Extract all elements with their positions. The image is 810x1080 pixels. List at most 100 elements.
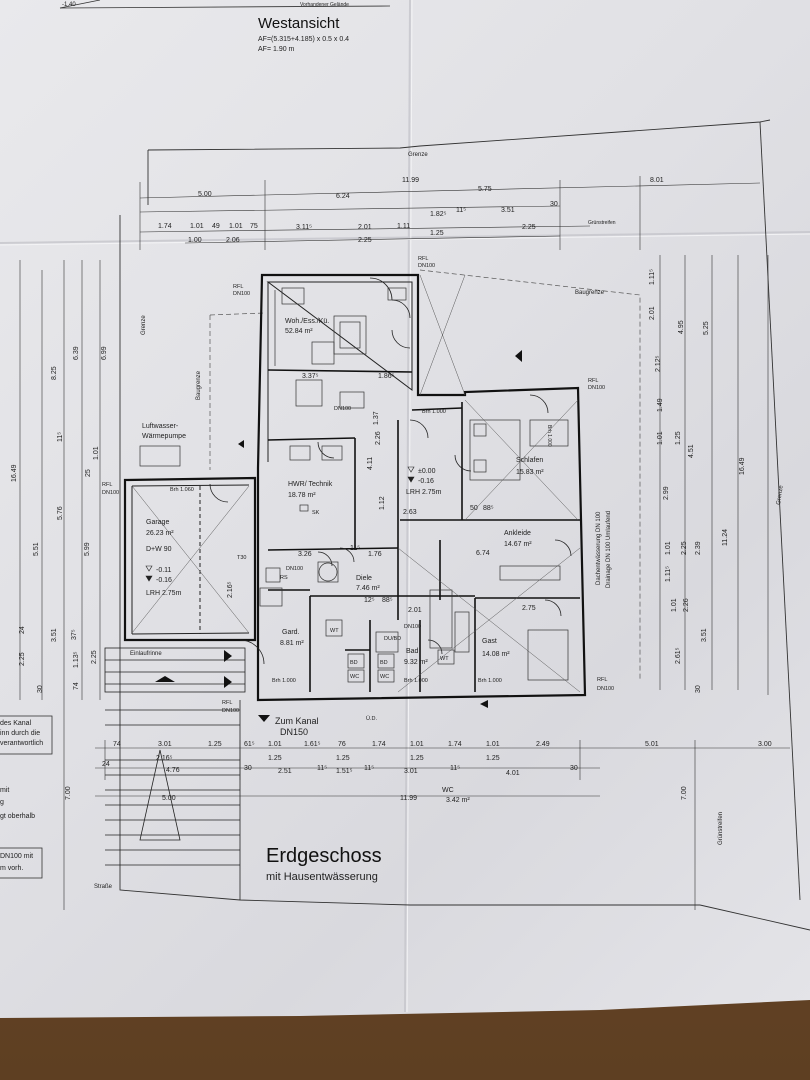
- svg-text:2.25: 2.25: [19, 652, 26, 666]
- brh-gard: Brh 1.000: [272, 678, 296, 684]
- brh-schlafen: Brh 1.000: [546, 425, 552, 447]
- bottom-dimensions: 74 3.01 1.25 61⁵ 1.01 1.61⁵ 76 1.74 1.01…: [102, 741, 772, 802]
- svg-text:4.76: 4.76: [166, 767, 180, 774]
- svg-text:49: 49: [212, 223, 220, 230]
- svg-text:1.76: 1.76: [368, 551, 382, 558]
- svg-text:2.49: 2.49: [536, 741, 550, 748]
- svg-text:4.01: 4.01: [506, 770, 520, 777]
- svg-text:4.51: 4.51: [688, 444, 695, 458]
- top-dimensions: 5.00 6.24 11.99 5.75 8.01 1.74 1.01 49 1…: [158, 177, 664, 244]
- svg-text:3.51: 3.51: [501, 207, 515, 214]
- room-diele-name: Diele: [356, 575, 372, 582]
- grenze-top: Grenze: [408, 152, 428, 158]
- svg-text:3.51: 3.51: [51, 628, 58, 642]
- flur-lrh: LRH 2.75m: [406, 489, 442, 496]
- west-view-title: Westansicht: [258, 15, 340, 32]
- room-ankleide-area: 14.67 m²: [504, 541, 532, 548]
- boundary-top: [147, 119, 771, 151]
- svg-text:2.75: 2.75: [522, 605, 536, 612]
- svg-text:2.16⁵: 2.16⁵: [227, 581, 234, 598]
- af-value: AF= 1.90 m: [258, 46, 295, 53]
- pump-label-2: Wärmepumpe: [142, 433, 186, 440]
- svg-text:30: 30: [695, 685, 702, 693]
- svg-text:11.99: 11.99: [402, 177, 419, 184]
- bd-1: BD: [350, 660, 358, 666]
- svg-text:2.63: 2.63: [403, 509, 417, 516]
- right-dimensions: 1.11⁵ 2.01 2.12⁵ 4.95 5.25 1.49 1.01 1.2…: [649, 269, 746, 800]
- wc-2: WC: [380, 674, 389, 680]
- svg-text:1.86⁵: 1.86⁵: [378, 373, 395, 380]
- svg-text:11⁵: 11⁵: [317, 765, 327, 772]
- svg-text:3.01: 3.01: [404, 768, 418, 775]
- svg-text:76: 76: [338, 741, 346, 748]
- side-note-6: gt oberhalb: [0, 813, 36, 820]
- side-note-4: mit: [0, 787, 10, 794]
- svg-text:1.37: 1.37: [373, 411, 380, 425]
- svg-text:1.25: 1.25: [336, 755, 350, 762]
- entry-arrow: [155, 676, 175, 682]
- side-note-5: g: [0, 799, 4, 806]
- drainage-label-1: Dachentwässerung DN 100: [596, 511, 602, 585]
- svg-text:2.39: 2.39: [695, 541, 702, 555]
- brh-flur: Brh 1.000: [422, 409, 446, 415]
- dn100-3: DN100: [588, 385, 605, 391]
- room-wohnen-name: Woh./Ess./Kü.: [285, 318, 329, 325]
- room-schlafen-name: Schlafen: [516, 457, 543, 464]
- svg-text:61⁵: 61⁵: [244, 741, 255, 748]
- svg-text:74: 74: [73, 682, 80, 690]
- side-note-1: des Kanal: [0, 720, 32, 727]
- svg-text:1.01: 1.01: [671, 598, 678, 612]
- brh-gast: Brh 1.000: [478, 678, 502, 684]
- svg-text:12⁵: 12⁵: [364, 597, 375, 604]
- svg-text:1.01: 1.01: [268, 741, 282, 748]
- svg-text:2.25: 2.25: [91, 650, 98, 664]
- svg-text:1.01: 1.01: [657, 431, 664, 445]
- dn100-4: DN100: [102, 490, 119, 496]
- boundary-bottom-right: [699, 904, 810, 931]
- wt-1: WT: [330, 628, 339, 634]
- sk-label: SK: [312, 510, 320, 516]
- svg-text:88⁵: 88⁵: [382, 597, 393, 604]
- pump-label-1: Luftwasser-: [142, 423, 179, 430]
- svg-text:2.61⁵: 2.61⁵: [675, 647, 682, 664]
- side-note-7: DN100 mit: [0, 853, 34, 860]
- boundary-right: [759, 121, 801, 901]
- svg-text:3.37⁵: 3.37⁵: [302, 373, 319, 380]
- svg-text:5.76: 5.76: [57, 506, 64, 520]
- room-hwr-name: HWR/ Technik: [288, 481, 333, 488]
- room-gast-name: Gast: [482, 638, 497, 645]
- garage-lrh: LRH 2.75m: [146, 590, 182, 597]
- svg-text:6.39: 6.39: [73, 346, 80, 360]
- svg-text:1.13⁵: 1.13⁵: [73, 651, 80, 668]
- svg-text:50: 50: [470, 505, 478, 512]
- svg-text:3.26: 3.26: [298, 551, 312, 558]
- svg-text:2.99: 2.99: [663, 486, 670, 500]
- ud-label: Ü.D.: [366, 715, 377, 722]
- svg-text:2.06: 2.06: [226, 237, 240, 244]
- svg-text:3.11⁵: 3.11⁵: [296, 224, 312, 231]
- svg-text:1.12: 1.12: [379, 496, 386, 510]
- wall-living-hall: [267, 369, 413, 373]
- garage-door: D+W 90: [146, 546, 172, 553]
- svg-text:24: 24: [19, 626, 26, 634]
- svg-text:2.51: 2.51: [278, 768, 292, 775]
- baugrenze-left: Baugrenze: [196, 370, 202, 400]
- svg-text:7.00: 7.00: [65, 786, 72, 800]
- dn100-hall: DN100: [334, 406, 351, 412]
- svg-text:1.74: 1.74: [372, 741, 386, 748]
- rfl-1: RFL: [233, 284, 243, 290]
- room-bad-name: Bad: [406, 648, 419, 655]
- room-gard-area: 8.81 m²: [280, 640, 304, 647]
- svg-text:74: 74: [113, 741, 121, 748]
- svg-text:1.01: 1.01: [665, 541, 672, 555]
- svg-text:2.26: 2.26: [683, 598, 690, 612]
- svg-text:1.01: 1.01: [486, 741, 500, 748]
- svg-text:6.24: 6.24: [336, 193, 350, 200]
- dub-label: DU/BD: [384, 636, 401, 642]
- house-outer-wall: [256, 273, 587, 702]
- dn100-6: DN100: [222, 708, 239, 714]
- rfl-5: RFL: [597, 677, 607, 683]
- svg-text:2.12⁵: 2.12⁵: [655, 355, 662, 372]
- svg-text:2.25: 2.25: [522, 224, 536, 231]
